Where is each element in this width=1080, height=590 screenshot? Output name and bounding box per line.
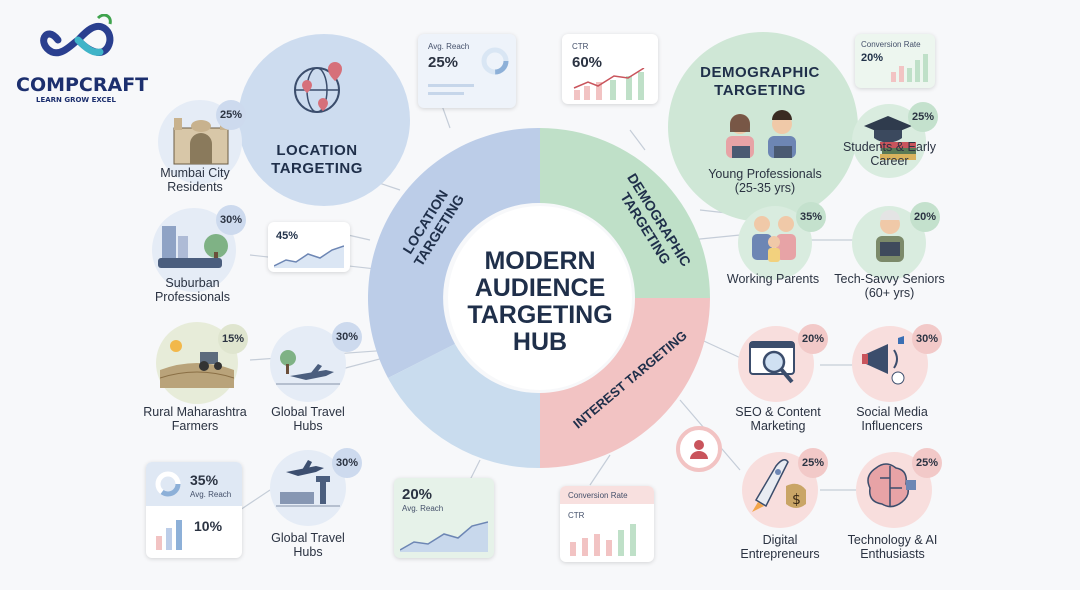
conversion-card-top: Conversion Rate 20% [855, 34, 935, 88]
students-label: Students & Early Career [842, 140, 937, 168]
bottom-right-bars-chart [570, 524, 636, 556]
suburban-pct-badge: 30% [216, 205, 246, 235]
bottom-left-value-1: 35% [190, 472, 219, 488]
location-heading: LOCATION TARGETING [271, 142, 363, 177]
reach-card-bar-2 [428, 92, 464, 95]
bottom-left-bars-chart [156, 520, 182, 550]
bottom-right-card: Conversion Rate CTR [560, 486, 654, 562]
center-title-line-3: TARGETING [467, 301, 613, 329]
bottom-left-label-1: Avg. Reach [190, 490, 232, 499]
center-title-line-1: MODERN [484, 247, 596, 275]
reach-card-top: Avg. Reach 25% [418, 34, 516, 108]
ring-location-segment [367, 127, 540, 378]
suburban-label: Suburban Professionals [154, 276, 231, 304]
ctr-card-top: CTR 60% [562, 34, 658, 104]
senior-tablet-icon [876, 210, 904, 262]
seniors-pct-badge: 20% [910, 202, 940, 232]
young-professionals-icon [726, 110, 796, 158]
center-title: MODERN AUDIENCE TARGETING HUB [450, 248, 630, 356]
user-icon [690, 440, 708, 459]
conversion-card-top-title: Conversion Rate [861, 40, 921, 49]
bottom-left-card: 35% Avg. Reach 10% [146, 462, 242, 558]
conversion-card-top-value: 20% [861, 52, 884, 64]
central-ring [367, 127, 710, 469]
demographic-hero-circle [668, 32, 858, 222]
airplane-icon [276, 350, 340, 385]
bottom-mid-area-chart [400, 521, 488, 552]
bottom-left-value-2: 10% [194, 518, 223, 534]
mid-left-card-value: 45% [276, 230, 299, 242]
bottom-left-card-top-band [146, 462, 242, 506]
young-professionals-label: Young Professionals (25-35 yrs) [708, 167, 822, 195]
students-pct-badge: 25% [908, 102, 938, 132]
suburban-city-icon [158, 226, 228, 268]
reach-donut-icon [481, 47, 509, 75]
conversion-bars-chart [891, 54, 928, 82]
center-title-line-2: AUDIENCE [474, 274, 606, 302]
ctr-card-top-value: 60% [572, 54, 603, 71]
ring-center-disc [448, 206, 632, 390]
global-hub-1-pct-badge: 30% [332, 322, 362, 352]
airport-tower-icon [276, 460, 340, 507]
parents-label: Working Parents [726, 272, 820, 286]
parents-pct-badge: 35% [796, 202, 826, 232]
seniors-label: Tech-Savvy Seniors (60+ yrs) [834, 272, 945, 300]
reach-card-bar-1 [428, 84, 474, 87]
bottom-right-card-title: Conversion Rate [568, 491, 628, 500]
ring-lower-left-segment [388, 344, 540, 469]
social-label: Social Media Influencers [856, 405, 928, 433]
brain-circuit-icon [867, 463, 916, 508]
megaphone-icon [862, 336, 905, 385]
global-hub-1-label: Global Travel Hubs [271, 405, 345, 433]
tractor-farm-icon [160, 340, 234, 388]
global-hub-2-label: Global Travel Hubs [271, 531, 345, 559]
bottom-mid-value: 20% [402, 486, 433, 503]
center-title-line-4: HUB [512, 328, 568, 356]
social-pct-badge: 30% [912, 324, 942, 354]
ctr-trend-chart [573, 68, 645, 100]
family-icon [752, 216, 796, 262]
rocket-moneybag-icon: $ [752, 459, 806, 512]
location-hero-circle [238, 34, 410, 206]
ring-demographic-segment [540, 128, 710, 298]
globe-pin-icon [294, 62, 342, 113]
seo-magnifier-icon [749, 341, 795, 384]
bottom-mid-label: Avg. Reach [402, 504, 444, 513]
ctr-card-top-title: CTR [572, 42, 589, 51]
tech-ai-label: Technology & AI Enthusiasts [847, 533, 938, 561]
mumbai-pct-badge: 25% [216, 100, 246, 130]
digital-label: Digital Entrepreneurs [740, 533, 820, 561]
digital-pct-badge: 25% [798, 448, 828, 478]
grad-cap-books-icon [864, 116, 916, 160]
infinity-logo-icon [40, 14, 114, 57]
mid-left-card: 45% [268, 222, 350, 272]
gateway-monument-icon [173, 118, 229, 165]
bottom-left-donut-icon [155, 471, 181, 497]
bottom-right-card-label: CTR [568, 511, 585, 520]
tech-ai-pct-badge: 25% [912, 448, 942, 478]
demographic-heading: DEMOGRAPHIC TARGETING [700, 64, 820, 99]
brand-tagline: LEARN GROW EXCEL [36, 96, 116, 104]
rural-label: Rural Maharashtra Farmers [143, 405, 247, 433]
global-hub-2-pct-badge: 30% [332, 448, 362, 478]
brand-name: COMPCRAFT [16, 74, 149, 96]
reach-card-top-title: Avg. Reach [428, 42, 470, 51]
seo-pct-badge: 20% [798, 324, 828, 354]
mid-left-area-chart [274, 245, 344, 268]
bottom-mid-card: 20% Avg. Reach [394, 478, 494, 558]
seo-label: SEO & Content Marketing [735, 405, 821, 433]
svg-text:$: $ [792, 492, 801, 508]
bottom-right-card-title-band [560, 486, 654, 504]
ring-interest-segment [540, 298, 710, 468]
brand-logo: COMPCRAFT LEARN GROW EXCEL [16, 14, 148, 106]
reach-card-top-value: 25% [428, 54, 459, 71]
mumbai-label: Mumbai City Residents [160, 166, 230, 194]
rural-pct-badge: 15% [218, 324, 248, 354]
